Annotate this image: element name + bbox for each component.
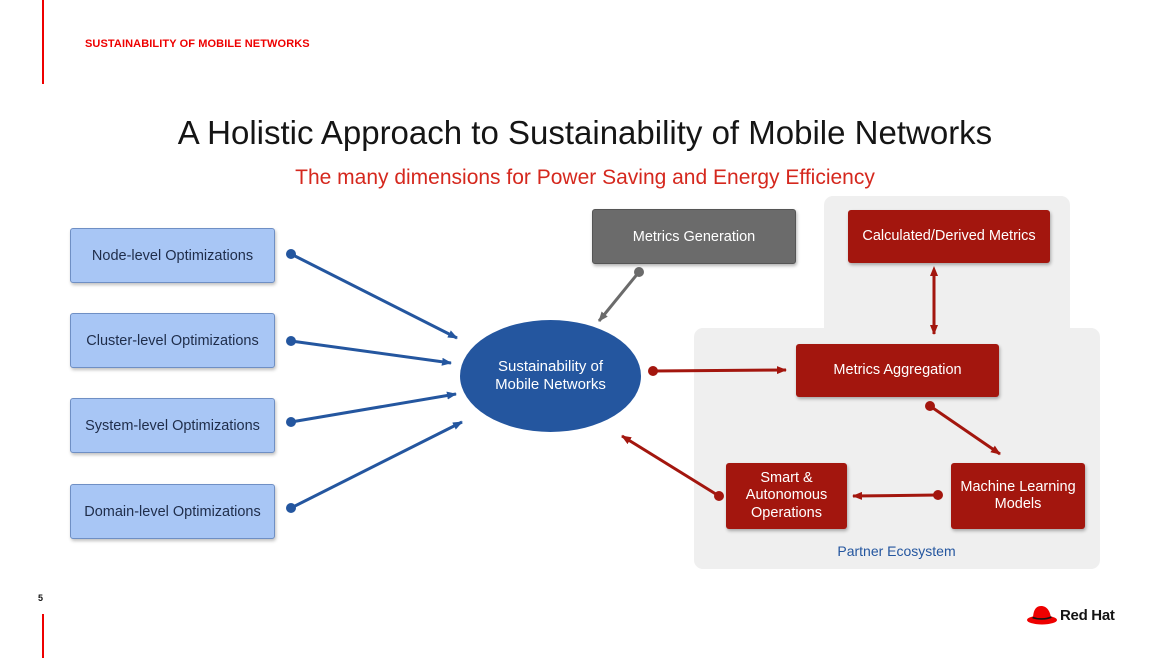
metrics-aggregation-box: Metrics Aggregation [796,344,999,397]
arrow-aggregation-to-ml [929,404,1001,456]
red-hat-logo-icon [1027,606,1057,625]
arrow-ml-to-operations [852,491,939,500]
cluster-level-optimizations-box: Cluster-level Optimizations [70,313,275,368]
arrow-to-aggregation [652,366,787,375]
optimization-arrow-dots [286,249,296,513]
top-accent-rule [42,0,44,84]
calculated-derived-metrics-box: Calculated/Derived Metrics [848,210,1050,263]
slide-title: A Holistic Approach to Sustainability of… [177,114,993,151]
machine-learning-models-box: Machine Learning Models [951,463,1085,529]
node-level-optimizations-box: Node-level Optimizations [70,228,275,283]
sustainability-center-node: Sustainability of Mobile Networks [460,320,641,432]
center-label: Sustainability of Mobile Networks [495,358,606,393]
smart-operations-label: Smart & Autonomous Operations [745,469,828,521]
domain-level-optimizations-box: Domain-level Optimizations [70,484,275,539]
arrow-node [290,252,458,340]
red-hat-wordmark: Red Hat [1060,607,1115,624]
page-number: 5 [38,593,44,603]
arrow-metrics-generation [597,271,641,322]
arrow-domain [290,420,463,510]
arrow-cluster [290,339,452,366]
ml-models-label: Machine Learning Models [960,478,1076,513]
slide-subtitle: The many dimensions for Power Saving and… [295,166,875,189]
optimization-arrows [290,252,463,510]
section-label: SUSTAINABILITY OF MOBILE NETWORKS [85,38,310,50]
arrow-system [290,391,457,424]
partner-ecosystem-label: Partner Ecosystem [837,543,956,559]
arrow-operations-to-center [621,434,720,498]
smart-autonomous-operations-box: Smart & Autonomous Operations [726,463,847,529]
system-level-optimizations-box: System-level Optimizations [70,398,275,453]
metrics-generation-box: Metrics Generation [592,209,796,264]
bottom-accent-rule [42,614,44,658]
